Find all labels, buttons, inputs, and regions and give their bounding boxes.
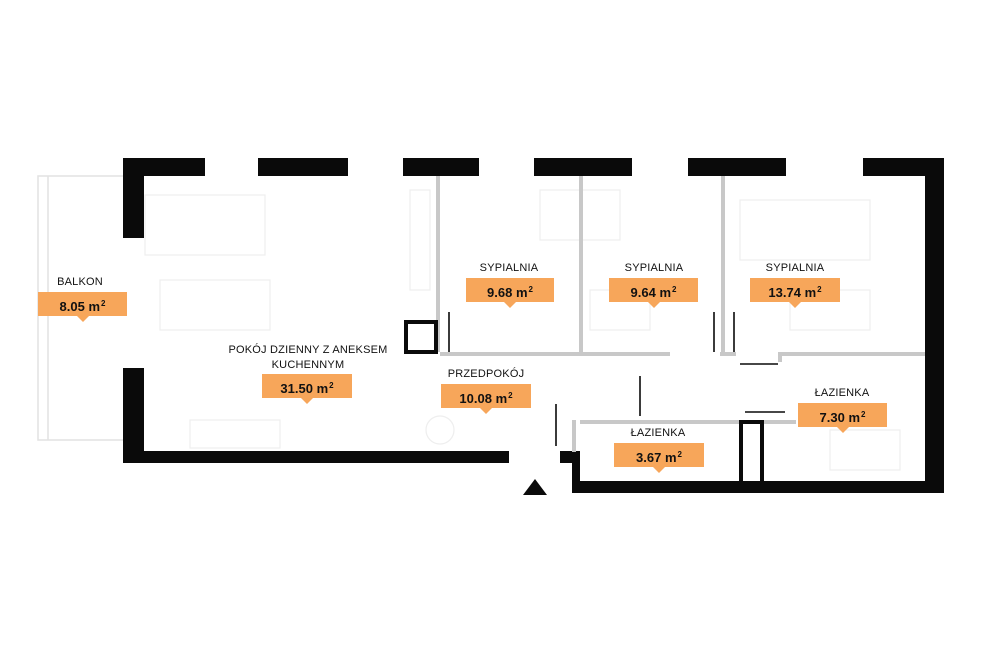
area-value: 7.30 <box>819 410 845 425</box>
room-label-balkon: BALKON <box>57 276 103 288</box>
area-value: 9.64 <box>630 285 656 300</box>
area-value: 31.50 <box>280 381 313 396</box>
area-badge-living: 31.50 m2 <box>262 374 352 404</box>
area-unit: m <box>664 450 677 465</box>
room-label-bath-1: ŁAZIENKA <box>630 427 686 439</box>
area-unit: m <box>316 381 329 396</box>
room-label-hall: PRZEDPOKÓJ <box>447 368 525 380</box>
area-unit: m <box>804 285 817 300</box>
room-label-bedroom-3: SYPIALNIA <box>765 262 825 274</box>
area-exponent: 2 <box>672 285 677 294</box>
area-unit: m <box>88 299 101 314</box>
interior-partitions <box>436 176 925 452</box>
area-exponent: 2 <box>508 391 513 400</box>
area-exponent: 2 <box>861 410 866 419</box>
area-exponent: 2 <box>101 299 106 308</box>
area-value: 9.68 <box>487 285 513 300</box>
door-leaves <box>448 312 785 446</box>
furniture-ghosts <box>144 189 901 471</box>
area-exponent: 2 <box>677 450 682 459</box>
area-exponent: 2 <box>329 381 334 390</box>
area-unit: m <box>659 285 672 300</box>
room-label-bedroom-1: SYPIALNIA <box>479 262 539 274</box>
room-label-bath-2: ŁAZIENKA <box>814 387 870 399</box>
area-value: 8.05 <box>59 299 85 314</box>
installation-duct <box>739 420 764 487</box>
area-unit: m <box>515 285 528 300</box>
room-label-living: POKÓJ DZIENNY Z ANEKSEM KUCHENNYM <box>228 344 388 371</box>
area-value: 10.08 <box>459 391 492 406</box>
room-label-bedroom-2: SYPIALNIA <box>624 262 684 274</box>
area-badge-bath-2: 7.30 m2 <box>798 403 887 433</box>
area-badge-balkon: 8.05 m2 <box>38 292 127 322</box>
area-exponent: 2 <box>528 285 533 294</box>
area-unit: m <box>848 410 861 425</box>
area-exponent: 2 <box>817 285 822 294</box>
area-badge-bedroom-2: 9.64 m2 <box>609 278 698 308</box>
ventilation-shaft-icon <box>404 320 438 354</box>
entrance-triangle-icon <box>523 479 547 495</box>
area-badge-bath-1: 3.67 m2 <box>614 443 704 473</box>
area-badge-hall: 10.08 m2 <box>441 384 531 414</box>
exterior-walls <box>123 158 944 493</box>
area-badge-bedroom-1: 9.68 m2 <box>466 278 554 308</box>
area-badge-bedroom-3: 13.74 m2 <box>750 278 840 308</box>
area-unit: m <box>495 391 508 406</box>
area-value: 13.74 <box>768 285 801 300</box>
area-value: 3.67 <box>636 450 662 465</box>
